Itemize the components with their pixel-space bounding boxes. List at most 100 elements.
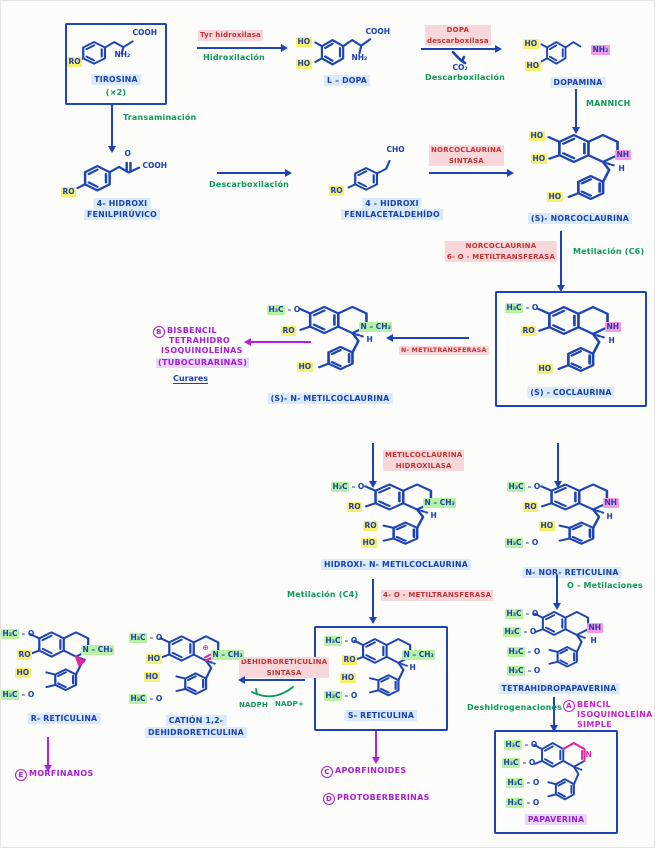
branch-d-label: PROTOBERBERINAS bbox=[337, 793, 430, 802]
arrow-hfa-to-norcoclaurina bbox=[429, 168, 514, 178]
substituent-h3c: H₃C bbox=[507, 666, 526, 676]
substituent-n-ch3: N – CH₃ bbox=[402, 650, 436, 660]
enzyme-line2: SINTASA bbox=[448, 156, 484, 165]
substituent-o: – O bbox=[526, 798, 540, 807]
substituent-h3c: H₃C bbox=[504, 740, 523, 750]
substituent-nh2: NH₂ bbox=[114, 50, 131, 59]
substituent-o: – O bbox=[525, 609, 539, 618]
papaverina-box: H₃C – O H₃C – O N H₃C – O H₃C – O PAPAVE… bbox=[494, 730, 618, 834]
l-dopa: HO HO COOH NH₂ L – DOPA bbox=[294, 23, 400, 87]
hidroxi-n-metilcoclaurina: H₃C – O RO N – CH₃ H RO HO HIDROXI- N- M… bbox=[321, 477, 471, 573]
4-hidroxi-fenilacetaldehido: CHO RO 4 - HIDROXI FENILACETALDEHÍDO bbox=[327, 141, 457, 221]
substituent-o: – O bbox=[523, 627, 537, 636]
compound-name-dopamina: DOPAMINA bbox=[550, 77, 606, 89]
substituent-ho: HO bbox=[144, 672, 160, 682]
substituent-ro: RO bbox=[17, 650, 33, 660]
enzyme-n-metiltransferasa: N- METILTRANSFERASA bbox=[399, 346, 489, 356]
substituent-cooh: COOH bbox=[132, 28, 158, 37]
arrow-coclaurina-to-nmetilcoclaurina bbox=[386, 333, 469, 343]
substituent-ho: HO bbox=[539, 521, 555, 531]
s-norcoclaurina: HO HO NH H HO (S)- NORCOCLAURINA bbox=[505, 125, 654, 227]
rreticulina-structure bbox=[7, 625, 113, 701]
substituent-o: – O bbox=[149, 694, 163, 703]
substituent-h: H bbox=[430, 511, 437, 520]
substituent-h3c: H₃C bbox=[324, 636, 343, 646]
arrow-sreticulina-down bbox=[371, 731, 381, 764]
substituent-o: – O bbox=[525, 538, 539, 547]
r-reticulina: H₃C – O RO N – CH₃ HO H₃C – O R- RETICUL… bbox=[1, 615, 127, 733]
substituent-ro: RO bbox=[342, 655, 358, 665]
reaction-descarboxilacion: Descarboxilación bbox=[425, 73, 506, 82]
substituent-h3c: H₃C bbox=[502, 758, 521, 768]
substituent-h3c: H₃C bbox=[507, 647, 526, 657]
substituent-ro: RO bbox=[523, 502, 539, 512]
enzyme-6-o-metiltransferasa: NORCOCLAURINA 6- O - METILTRANSFERASA bbox=[444, 241, 558, 262]
enzyme-line1: DOPA bbox=[446, 26, 470, 34]
substituent-nh: NH bbox=[605, 322, 621, 332]
substituent-h3c: H₃C bbox=[505, 609, 524, 619]
substituent-o: – O bbox=[527, 666, 541, 675]
substituent-h: H bbox=[618, 164, 625, 173]
substituent-o: – O bbox=[524, 740, 538, 749]
coclaurina-box: H₃C – O RO NH H HO (S) - COCLAURINA bbox=[495, 291, 647, 407]
compound-name-tirosina: TIROSINA bbox=[91, 74, 141, 86]
arrow-dopamina-to-norcoclaurina bbox=[571, 89, 581, 134]
branch-b-line2: TETRAHIDRO bbox=[169, 336, 231, 345]
branch-c-letter: C bbox=[321, 766, 333, 778]
compound-name-nmetilcoclaurina: (S)- N- METILCOCLAURINA bbox=[267, 393, 393, 405]
s-n-metilcoclaurina: H₃C – O RO N – CH₃ H HO (S)- N- METILCOC… bbox=[261, 295, 399, 407]
substituent-h3c: H₃C bbox=[505, 303, 524, 313]
cofactor-nadph: NADPH bbox=[239, 701, 269, 709]
arrow-to-bisbencil bbox=[244, 337, 311, 347]
substituent-nh: NH bbox=[587, 623, 603, 633]
substituent-nh: NH bbox=[615, 150, 631, 160]
nadph-curve-arrow bbox=[251, 686, 294, 698]
substituent-o: – O bbox=[149, 633, 163, 642]
substituent-o: – O bbox=[344, 691, 358, 700]
byproduct-co2: CO₂ bbox=[452, 63, 468, 72]
substituent-n-ch3: N – CH₃ bbox=[423, 498, 457, 508]
branch-a-line3: SIMPLE bbox=[577, 720, 612, 729]
substituent-o: – O bbox=[21, 629, 35, 638]
substituent-h3c: H₃C bbox=[129, 694, 148, 704]
enzyme-dehidroreticulina-sintasa: DEHIDRORETICULINA SINTASA bbox=[239, 657, 330, 678]
arrow-hidroximetil-to-sreticulina bbox=[368, 579, 378, 624]
substituent-ro: RO bbox=[363, 521, 379, 531]
substituent-ho: HO bbox=[340, 673, 356, 683]
enzyme-line1: NORCOCLAURINA bbox=[431, 146, 502, 154]
reaction-deshidrogenaciones: Deshidrogenaciones bbox=[467, 703, 563, 712]
enzyme-line2: HIDROXILASA bbox=[395, 461, 452, 470]
enzyme-line1: DEHIDRORETICULINA bbox=[241, 658, 328, 666]
papaverina-structure bbox=[514, 736, 586, 810]
substituent-ro: RO bbox=[281, 326, 297, 336]
compound-name-tetrahidropapaverina: TETRAHIDROPAPAVERINA bbox=[498, 683, 620, 695]
substituent-ho: HO bbox=[361, 538, 377, 548]
reaction-metilacion-c4: Metilación (C4) bbox=[287, 590, 359, 599]
substituent-n-ch3: N – CH₃ bbox=[211, 650, 245, 660]
substituent-nh2: NH₂ bbox=[591, 45, 610, 55]
arrow-ldopa-to-dopamina bbox=[421, 44, 502, 54]
branch-a-line2: ISOQUINOLEÍNA bbox=[577, 710, 653, 719]
enzyme-line2: SINTASA bbox=[266, 668, 302, 677]
substituent-oxo: O bbox=[124, 149, 131, 158]
substituent-ho: HO bbox=[537, 364, 553, 374]
substituent-h3c: H₃C bbox=[505, 538, 524, 548]
substituent-h: H bbox=[606, 512, 613, 521]
substituent-ro: RO bbox=[329, 186, 345, 196]
arrow-norreticulina-to-tetrahidropapaverina bbox=[552, 575, 562, 610]
compound-name-norcoclaurina: (S)- NORCOCLAURINA bbox=[527, 213, 633, 225]
substituent-ho: HO bbox=[297, 362, 313, 372]
substituent-o: – O bbox=[344, 636, 358, 645]
substituent-ho: HO bbox=[531, 154, 547, 164]
substituent-h3c: H₃C bbox=[129, 633, 148, 643]
substituent-o: – O bbox=[527, 482, 541, 491]
n-nor-reticulina: H₃C – O RO NH H HO H₃C – O N- NOR- RETIC… bbox=[497, 477, 647, 581]
substituent-h3c: H₃C bbox=[506, 778, 525, 788]
compound-name-hfa-1: 4 - HIDROXI bbox=[362, 198, 422, 210]
branch-e-label: MORFINANOS bbox=[29, 769, 94, 778]
substituent-n-ch3: N – CH₃ bbox=[359, 322, 393, 332]
substituent-ro: RO bbox=[521, 326, 537, 336]
substituent-ro: RO bbox=[67, 57, 83, 67]
